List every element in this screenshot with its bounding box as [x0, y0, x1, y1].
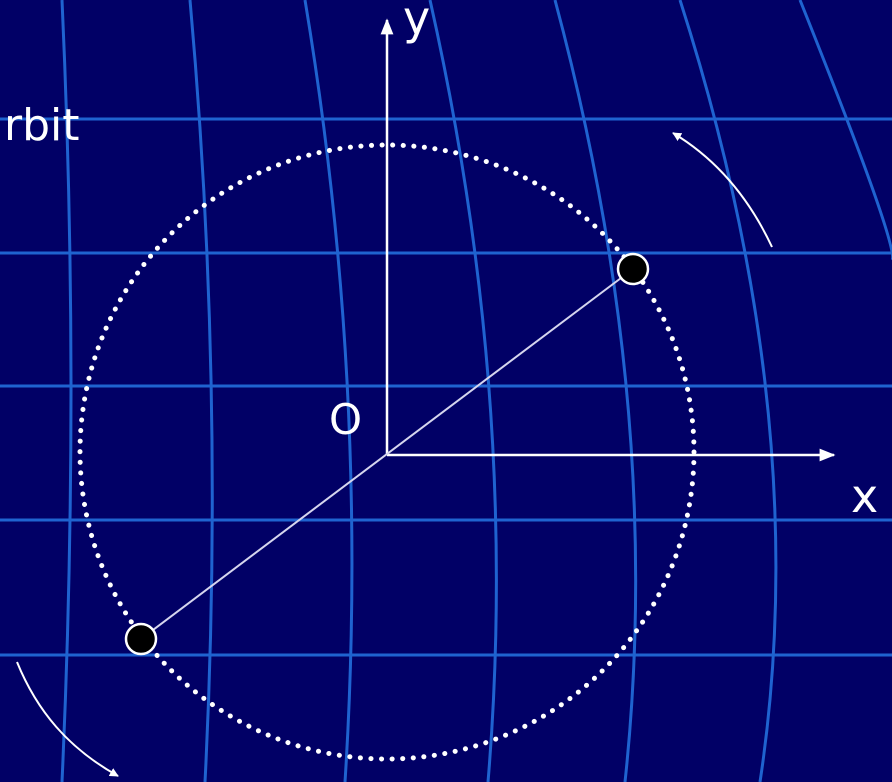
- grid-line-vertical: [303, 0, 354, 782]
- origin-label: O: [329, 395, 362, 444]
- rotation-arrow-lower-left: [16, 661, 119, 777]
- grid-line-vertical: [678, 0, 778, 782]
- grid-line-vertical: [428, 0, 498, 782]
- orbit-label: rbit: [4, 100, 80, 151]
- rotation-arrow-upper-right: [672, 132, 773, 248]
- x-axis-label: x: [851, 469, 878, 523]
- orbiting-body-lower-left: [124, 622, 158, 656]
- grid-line-vertical: [798, 0, 892, 260]
- grid-line-vertical: [188, 0, 214, 782]
- grid-line-vertical: [553, 0, 638, 782]
- orbiting-body-upper-right: [616, 252, 650, 286]
- grid-line-vertical: [60, 0, 73, 782]
- y-axis-label: y: [403, 0, 430, 45]
- orbit-path: [77, 142, 697, 762]
- connecting-line: [140, 268, 634, 640]
